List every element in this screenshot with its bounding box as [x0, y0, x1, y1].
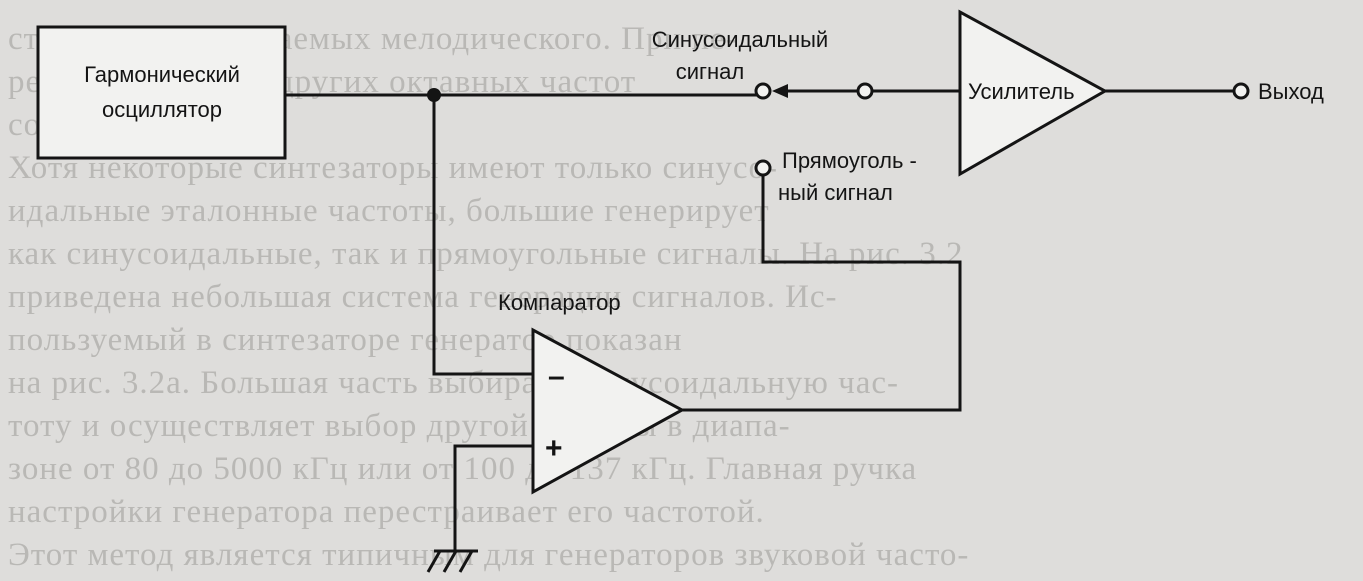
square-wire: [682, 175, 962, 412]
oscillator-label-line2: осциллятор: [102, 97, 222, 122]
output-terminal: [1232, 82, 1250, 100]
square-terminal: [754, 159, 772, 177]
switch-arrow-icon: [772, 84, 788, 98]
sine-label-line2: сигнал: [676, 59, 745, 84]
bg-line: идальные эталонные частоты, большие гене…: [8, 193, 770, 229]
oscillator-label-line1: Гармонический: [84, 62, 240, 87]
output-label: Выход: [1258, 79, 1324, 104]
oscillator-block: [36, 25, 287, 160]
comparator-minus-wire: [432, 95, 533, 376]
bg-line: приведена небольшая система генерации си…: [8, 279, 838, 315]
bg-line: как синусоидальные, так и прямоугольные …: [8, 236, 964, 272]
ground-icon: [426, 549, 478, 573]
bg-line: Этот метод является типичным для генерат…: [8, 537, 970, 573]
sine-terminal: [754, 82, 772, 100]
amplifier-block: [958, 9, 1109, 177]
switch-common-terminal: [856, 82, 874, 100]
bg-line: настройки генератора перестраивает его ч…: [8, 494, 765, 530]
square-label-line1: Прямоуголь -: [782, 148, 917, 173]
sine-label-line1: Синусоидальный: [652, 27, 828, 52]
comparator-minus-symbol: –: [548, 360, 565, 393]
square-label-line2: ный сигнал: [778, 180, 893, 205]
comparator-label: Компаратор: [498, 290, 621, 315]
bg-line: зоне от 80 до 5000 кГц или от 100 до 137…: [8, 451, 918, 487]
comparator-block: [531, 327, 686, 495]
amplifier-label: Усилитель: [968, 79, 1075, 104]
comparator-plus-wire: [453, 444, 533, 551]
bg-line: на рис. 3.2а. Большая часть выбирает син…: [8, 365, 900, 401]
comparator-plus-symbol: +: [545, 432, 563, 465]
